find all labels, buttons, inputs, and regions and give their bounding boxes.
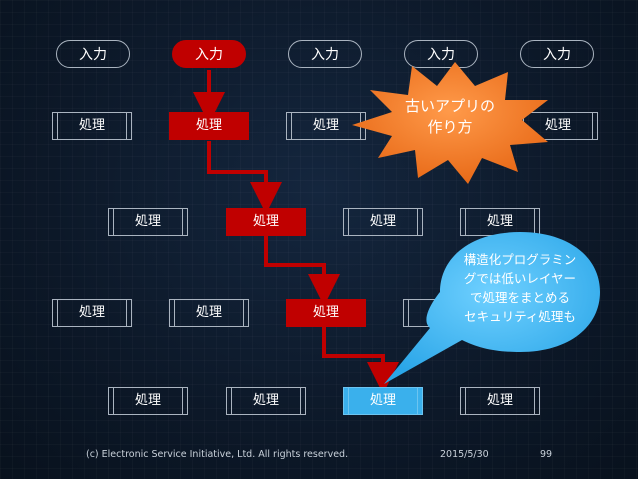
input-node-3: 入力 bbox=[288, 40, 362, 68]
flow-arrow-3 bbox=[264, 236, 340, 306]
process-r4-c1: 処理 bbox=[108, 387, 188, 415]
input-node-2-active: 入力 bbox=[172, 40, 246, 68]
process-r1-c2-active: 処理 bbox=[169, 112, 249, 140]
bubble-line-2: グでは低いレイヤー bbox=[463, 271, 577, 286]
bubble-text: 構造化プログラミン グでは低いレイヤー で処理をまとめる セキュリティ処理も bbox=[438, 250, 602, 326]
bubble-line-4: セキュリティ処理も bbox=[464, 309, 576, 324]
process-r3-c3-active: 処理 bbox=[286, 299, 366, 327]
bubble-line-3: で処理をまとめる bbox=[469, 290, 570, 305]
bubble-line-1: 構造化プログラミン bbox=[463, 252, 577, 267]
process-r3-c1: 処理 bbox=[52, 299, 132, 327]
burst-text: 古いアプリの 作り方 bbox=[380, 96, 520, 138]
burst-line-1: 古いアプリの bbox=[404, 97, 495, 115]
flow-arrow-2 bbox=[207, 141, 282, 214]
input-node-1: 入力 bbox=[56, 40, 130, 68]
process-r2-c2-active: 処理 bbox=[226, 208, 306, 236]
burst-line-2: 作り方 bbox=[427, 118, 473, 136]
process-r3-c2: 処理 bbox=[169, 299, 249, 327]
footer-copyright: (c) Electronic Service Initiative, Ltd. … bbox=[86, 449, 349, 460]
input-node-5: 入力 bbox=[520, 40, 594, 68]
flow-arrow-4 bbox=[322, 327, 399, 394]
process-r2-c3: 処理 bbox=[343, 208, 423, 236]
footer-date: 2015/5/30 bbox=[440, 449, 489, 460]
process-r2-c1: 処理 bbox=[108, 208, 188, 236]
process-r4-c3-highlight: 処理 bbox=[343, 387, 423, 415]
footer-page-number: 99 bbox=[540, 449, 553, 460]
process-r4-c2: 処理 bbox=[226, 387, 306, 415]
process-r4-c4: 処理 bbox=[460, 387, 540, 415]
input-node-4: 入力 bbox=[404, 40, 478, 68]
process-r1-c4: 処理 bbox=[518, 112, 598, 140]
process-r1-c1: 処理 bbox=[52, 112, 132, 140]
